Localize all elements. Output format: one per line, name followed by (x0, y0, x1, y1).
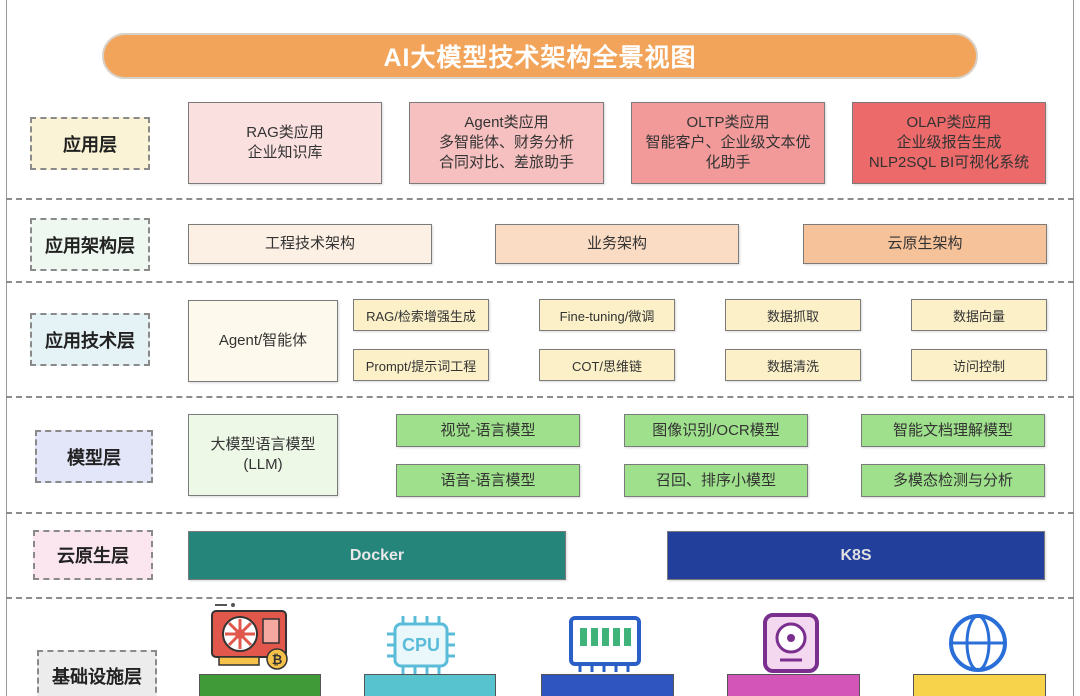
box-line: Docker (349, 546, 405, 564)
layer-label-arch: 应用架构层 (30, 218, 150, 271)
separator (6, 281, 1074, 283)
app-box-rag: RAG类应用 企业知识库 (188, 102, 382, 184)
box-line: (LLM) (243, 456, 283, 473)
tech-item-access: 访问控制 (911, 349, 1047, 381)
tech-item-finetuning: Fine-tuning/微调 (539, 299, 675, 331)
model-item-ocr: 图像识别/OCR模型 (624, 414, 808, 447)
arch-box-business: 业务架构 (495, 224, 739, 264)
infra-base-ram (541, 674, 674, 696)
box-line: 多智能体、财务分析 (438, 134, 574, 151)
layer-label-model: 模型层 (35, 430, 153, 483)
tech-item-cleaning: 数据清洗 (725, 349, 861, 381)
box-line: 图像识别/OCR模型 (652, 421, 780, 439)
model-item-vision-language: 视觉-语言模型 (396, 414, 580, 447)
box-line: 云原生架构 (887, 235, 963, 252)
box-line: OLAP类应用 (906, 114, 992, 131)
tech-item-cot: COT/思维链 (539, 349, 675, 381)
app-box-olap: OLAP类应用 企业级报告生成 NLP2SQL BI可视化系统 (852, 102, 1046, 184)
box-line: 大模型语言模型 (210, 436, 316, 453)
box-line: RAG类应用 (246, 124, 324, 141)
app-box-agent: Agent类应用 多智能体、财务分析 合同对比、差旅助手 (409, 102, 604, 184)
layer-label-tech: 应用技术层 (30, 313, 150, 366)
tech-item-crawl: 数据抓取 (725, 299, 861, 331)
box-line: 工程技术架构 (264, 235, 355, 252)
box-line: NLP2SQL BI可视化系统 (868, 154, 1030, 171)
infra-base-network (913, 674, 1046, 696)
cloud-box-k8s: K8S (667, 531, 1045, 580)
svg-text:₿: ₿ (272, 653, 283, 668)
separator (6, 396, 1074, 398)
gpu-icon: ₿ (211, 603, 288, 670)
diagram-frame (6, 0, 1074, 696)
separator (6, 512, 1074, 514)
layer-label-app: 应用层 (30, 117, 150, 170)
box-line: 化助手 (705, 154, 751, 171)
infra-base-cpu (364, 674, 496, 696)
model-item-document: 智能文档理解模型 (861, 414, 1045, 447)
hdd-icon (763, 613, 819, 673)
box-line: 智能客户、企业级文本优 (645, 134, 811, 151)
box-line: OLTP类应用 (686, 114, 770, 131)
box-line: 企业级报告生成 (896, 134, 1002, 151)
box-line: 企业知识库 (247, 144, 323, 161)
model-item-multimodal: 多模态检测与分析 (861, 464, 1045, 497)
model-item-speech-language: 语音-语言模型 (396, 464, 580, 497)
box-line: 业务架构 (586, 235, 647, 252)
box-line: 多模态检测与分析 (892, 471, 1013, 489)
separator (6, 198, 1074, 200)
tech-item-vector: 数据向量 (911, 299, 1047, 331)
model-box-llm: 大模型语言模型 (LLM) (188, 414, 338, 496)
box-line: Agent类应用 (464, 114, 549, 131)
infra-base-hdd (727, 674, 860, 696)
cloud-box-docker: Docker (188, 531, 566, 580)
box-line: 语音-语言模型 (440, 471, 536, 489)
box-line: 视觉-语言模型 (440, 421, 536, 439)
diagram-title: AI大模型技术架构全景视图 (102, 33, 978, 79)
box-line: 合同对比、差旅助手 (438, 154, 574, 171)
infra-base-gpu (199, 674, 321, 696)
separator (6, 597, 1074, 599)
tech-item-rag: RAG/检索增强生成 (353, 299, 489, 331)
box-line: K8S (840, 546, 872, 564)
arch-box-engineering: 工程技术架构 (188, 224, 432, 264)
tech-box-agent: Agent/智能体 (188, 300, 338, 382)
network-icon (949, 614, 1007, 672)
tech-item-prompt: Prompt/提示词工程 (353, 349, 489, 381)
layer-label-cloud: 云原生层 (33, 530, 153, 580)
model-item-recall-rank: 召回、排序小模型 (624, 464, 808, 497)
cpu-icon-text: CPU (402, 635, 440, 655)
layer-label-infra: 基础设施层 (37, 650, 157, 696)
box-line: 召回、排序小模型 (655, 471, 776, 489)
box-line: 智能文档理解模型 (892, 421, 1013, 439)
ram-icon (569, 616, 641, 672)
app-box-oltp: OLTP类应用 智能客户、企业级文本优 化助手 (631, 102, 825, 184)
arch-box-cloudnative: 云原生架构 (803, 224, 1047, 264)
box-line: Agent/智能体 (218, 332, 308, 349)
cpu-icon: CPU (387, 616, 455, 674)
